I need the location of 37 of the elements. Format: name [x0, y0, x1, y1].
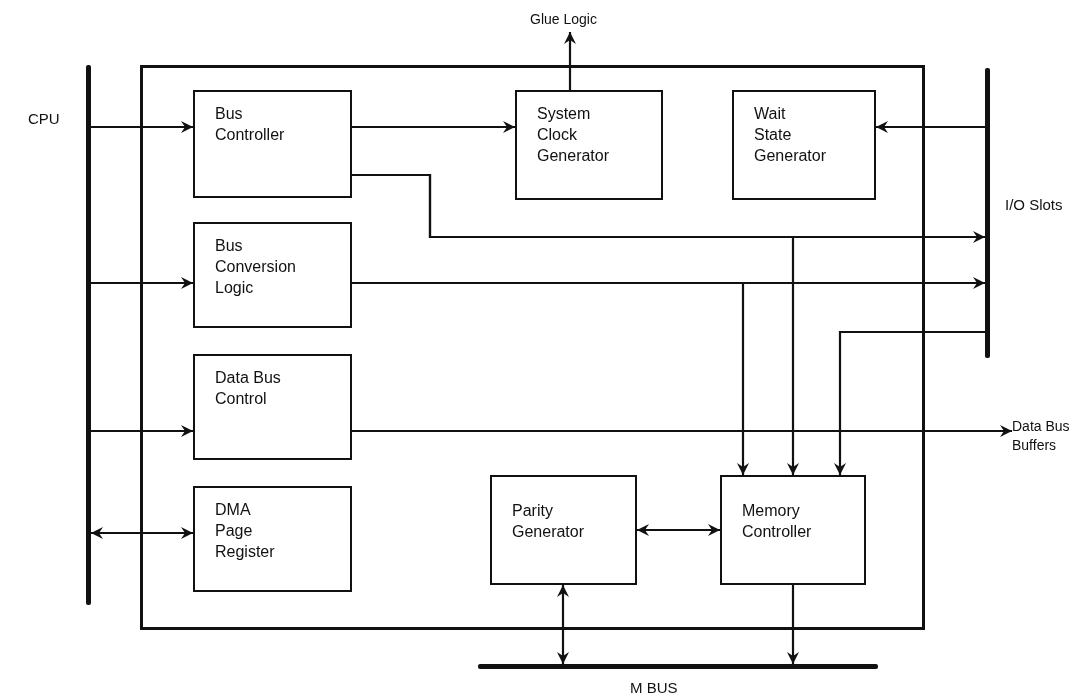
bus-label: I/O Slots: [1005, 195, 1064, 215]
function-block: [193, 222, 352, 328]
bus-label: CPU: [28, 109, 61, 129]
bus-bar: [86, 65, 91, 605]
signal-arrow: [876, 121, 985, 133]
block-label: Bus Controller: [215, 104, 286, 145]
block-label: System Clock Generator: [537, 104, 611, 166]
signal-arrow: [564, 32, 576, 90]
function-block: [490, 475, 637, 585]
signal-arrow: [91, 425, 193, 437]
signal-arrow: [352, 425, 1012, 437]
signal-arrow: [352, 121, 515, 133]
chip-frame: [140, 65, 925, 630]
signal-arrow: [637, 524, 720, 536]
block-label: Wait State Generator: [754, 104, 826, 166]
function-block: [720, 475, 866, 585]
label-text: Glue Logic: [530, 11, 597, 27]
function-block: [193, 354, 352, 460]
function-block: [515, 90, 663, 200]
label-text: Data Bus Buffers: [1012, 418, 1070, 453]
signal-arrow: [91, 277, 193, 289]
function-block: [193, 486, 352, 592]
block-label: Bus Conversion Logic: [215, 236, 297, 298]
bus-label: M BUS: [630, 678, 679, 698]
function-block: [193, 90, 352, 198]
bus-bar: [478, 664, 878, 669]
block-label: Data Bus Control: [215, 368, 282, 409]
block-label: Memory Controller: [742, 501, 813, 542]
block-label: Parity Generator: [512, 501, 586, 542]
bus-bar: [985, 68, 990, 358]
signal-arrow: [91, 527, 193, 539]
signal-arrow: [557, 585, 569, 664]
block-label: DMA Page Register: [215, 500, 276, 562]
signal-arrow: [834, 330, 985, 475]
signal-arrow: [787, 585, 799, 664]
function-block: [732, 90, 876, 200]
signal-arrow: [91, 121, 193, 133]
